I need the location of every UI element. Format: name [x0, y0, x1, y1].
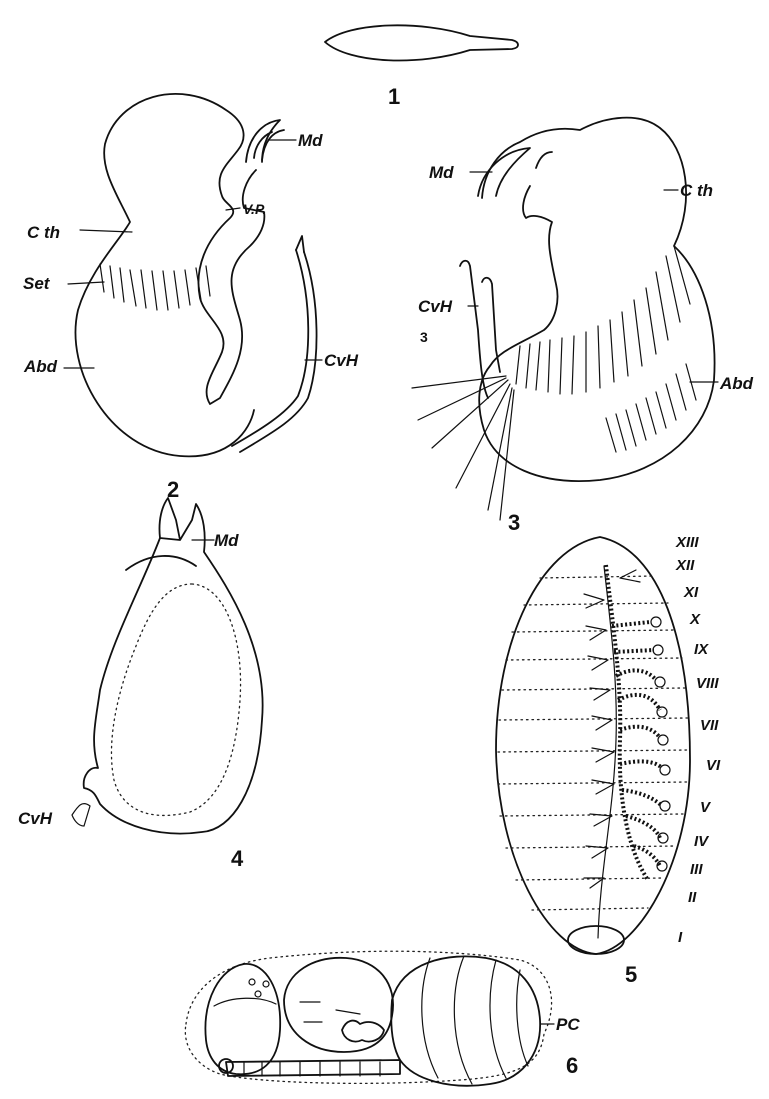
fig1-egg — [325, 25, 518, 60]
fig5-seg-ix: IX — [694, 641, 709, 658]
fig5-seg-iii: III — [690, 861, 703, 878]
fig3-label-abd: Abd — [719, 374, 754, 393]
fig5-number: 5 — [625, 962, 637, 987]
fig5-seg-viii: VIII — [696, 675, 719, 692]
fig5-seg-vi: VI — [706, 757, 721, 774]
fig5-seg-xi: XI — [683, 584, 699, 601]
fig5-body — [496, 537, 690, 954]
fig5-seg-i: I — [678, 929, 683, 946]
fig4-number: 4 — [231, 846, 244, 871]
fig6-label-pc: PC — [556, 1015, 580, 1034]
fig2-label-cth: C th — [27, 223, 60, 242]
fig6-pupa — [185, 951, 551, 1086]
fig3-label-cth: C th — [680, 181, 713, 200]
fig3-label-three: 3 — [420, 329, 428, 345]
fig2-label-vp: V.P. — [243, 201, 266, 217]
fig5-seg-x: X — [689, 611, 701, 628]
fig3-larva — [412, 118, 715, 520]
fig5-segment-labels: XIII XII XI X IX VIII VII VI V IV III II… — [675, 534, 721, 946]
fig1-number: 1 — [388, 84, 400, 109]
fig5-seg-ii: II — [688, 889, 697, 906]
fig4-label-cvh: CvH — [18, 809, 53, 828]
fig2-label-md: Md — [298, 131, 323, 150]
fig2-label-abd: Abd — [23, 357, 58, 376]
fig5-seg-xii: XII — [675, 557, 695, 574]
fig3-label-cvh: CvH — [418, 297, 453, 316]
fig6-number: 6 — [566, 1053, 578, 1078]
fig5-seg-v: V — [700, 799, 712, 816]
fig3-label-md: Md — [429, 163, 454, 182]
fig5-seg-vii: VII — [700, 717, 719, 734]
fig5-seg-iv: IV — [694, 833, 710, 850]
fig3-number: 3 — [508, 510, 520, 535]
fig5-seg-xiii: XIII — [675, 534, 699, 551]
fig4-label-md: Md — [214, 531, 239, 550]
fig2-label-set: Set — [23, 274, 51, 293]
fig2-larva — [75, 94, 316, 456]
fig2-leaders — [64, 140, 322, 368]
fig2-label-cvh: CvH — [324, 351, 359, 370]
